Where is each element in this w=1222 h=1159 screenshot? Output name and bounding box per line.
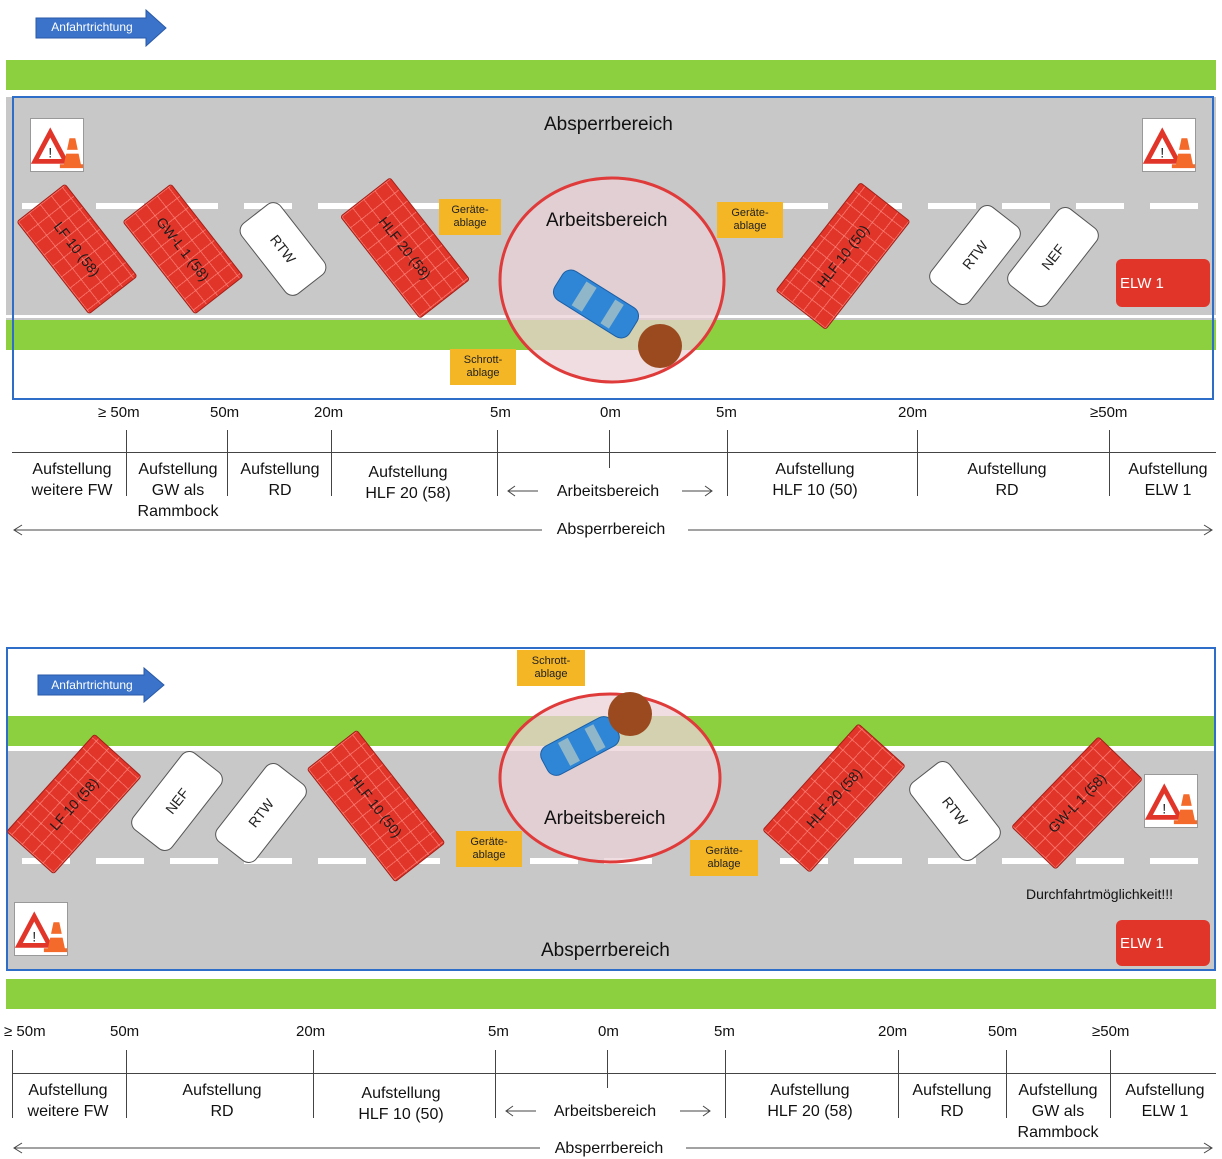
zone-label: Aufstellung weitere FW <box>31 461 113 499</box>
zone-label: Aufstellung GW als Rammbock <box>1017 1082 1099 1141</box>
zone-label: Aufstellung ELW 1 <box>1125 1082 1205 1120</box>
warning-triangle-icon: ! <box>14 902 68 956</box>
distance-label: ≥50m <box>1092 1023 1130 1040</box>
distance-label: 50m <box>988 1023 1018 1040</box>
absperr-extent-label: Absperrbereich <box>556 521 666 538</box>
distance-label: 0m <box>598 1023 619 1040</box>
distance-label: 20m <box>296 1023 326 1040</box>
arbeits-label: Arbeitsbereich <box>544 808 666 829</box>
distance-label: 0m <box>600 404 621 421</box>
direction-label: Anfahrtrichtung <box>51 678 133 692</box>
zone-label: Aufstellung RD <box>240 461 320 499</box>
distance-label: 5m <box>488 1023 509 1040</box>
zone-label: Aufstellung RD <box>967 461 1047 499</box>
distance-label: 20m <box>314 404 344 421</box>
distance-label: 20m <box>878 1023 908 1040</box>
svg-text:!: ! <box>1162 802 1166 817</box>
distance-label: ≥50m <box>1090 404 1128 421</box>
warning-triangle-icon: ! <box>30 118 84 172</box>
geraete-ablage-label: Geräte- ablage <box>690 840 758 876</box>
absperr-label: Absperrbereich <box>544 114 673 135</box>
warning-triangle-icon: ! <box>1144 774 1198 828</box>
distance-label: 50m <box>110 1023 140 1040</box>
absperr-label: Absperrbereich <box>541 940 670 961</box>
zone-label: Aufstellung ELW 1 <box>1128 461 1208 499</box>
schrott-ablage-label: Schrott- ablage <box>517 650 585 686</box>
warning-triangle-icon: ! <box>1142 118 1196 172</box>
svg-text:!: ! <box>1160 146 1164 161</box>
zone-label: Aufstellung HLF 20 (58) <box>767 1082 853 1120</box>
geraete-ablage-label: Geräte- ablage <box>439 199 501 235</box>
direction-arrow-icon <box>37 666 165 704</box>
passage-note: Durchfahrtmöglichkeit!!! <box>1026 886 1174 902</box>
geraete-ablage-label: Geräte- ablage <box>456 831 522 867</box>
zone-label: Aufstellung RD <box>182 1082 262 1120</box>
zone-label: Aufstellung weitere FW <box>27 1082 109 1120</box>
zone-label: Aufstellung HLF 20 (58) <box>365 464 451 502</box>
zone-label: Aufstellung HLF 10 (50) <box>358 1085 444 1123</box>
svg-text:!: ! <box>32 930 36 945</box>
distance-label: 5m <box>716 404 737 421</box>
grass-strip-top <box>6 60 1216 90</box>
geraete-ablage-label: Geräte- ablage <box>717 202 783 238</box>
zone-label: Arbeitsbereich <box>553 1103 657 1120</box>
zone-label: Aufstellung HLF 10 (50) <box>772 461 858 499</box>
distance-label: 20m <box>898 404 928 421</box>
zone-label: Aufstellung GW als Rammbock <box>137 461 219 520</box>
zone-label: Aufstellung RD <box>912 1082 992 1120</box>
distance-label: 5m <box>490 404 511 421</box>
distance-label: 5m <box>714 1023 735 1040</box>
direction-label: Anfahrtrichtung <box>51 20 133 34</box>
svg-text:!: ! <box>48 146 52 161</box>
cordon-frame <box>12 96 1214 400</box>
distance-label: 50m <box>210 404 240 421</box>
command-vehicle: ELW 1 <box>1116 920 1210 966</box>
arbeits-label: Arbeitsbereich <box>546 210 668 231</box>
schrott-ablage-label: Schrott- ablage <box>450 349 516 385</box>
work-area-circle <box>498 176 726 384</box>
absperr-extent-label: Absperrbereich <box>554 1140 664 1157</box>
command-vehicle: ELW 1 <box>1116 259 1210 307</box>
zone-label: Arbeitsbereich <box>556 483 660 500</box>
cordon-frame <box>6 647 1216 971</box>
grass-strip-bottom <box>6 979 1216 1009</box>
distance-label: ≥ 50m <box>4 1023 46 1040</box>
work-area-circle <box>498 692 722 864</box>
direction-arrow-icon <box>35 8 167 48</box>
distance-label: ≥ 50m <box>98 404 140 421</box>
